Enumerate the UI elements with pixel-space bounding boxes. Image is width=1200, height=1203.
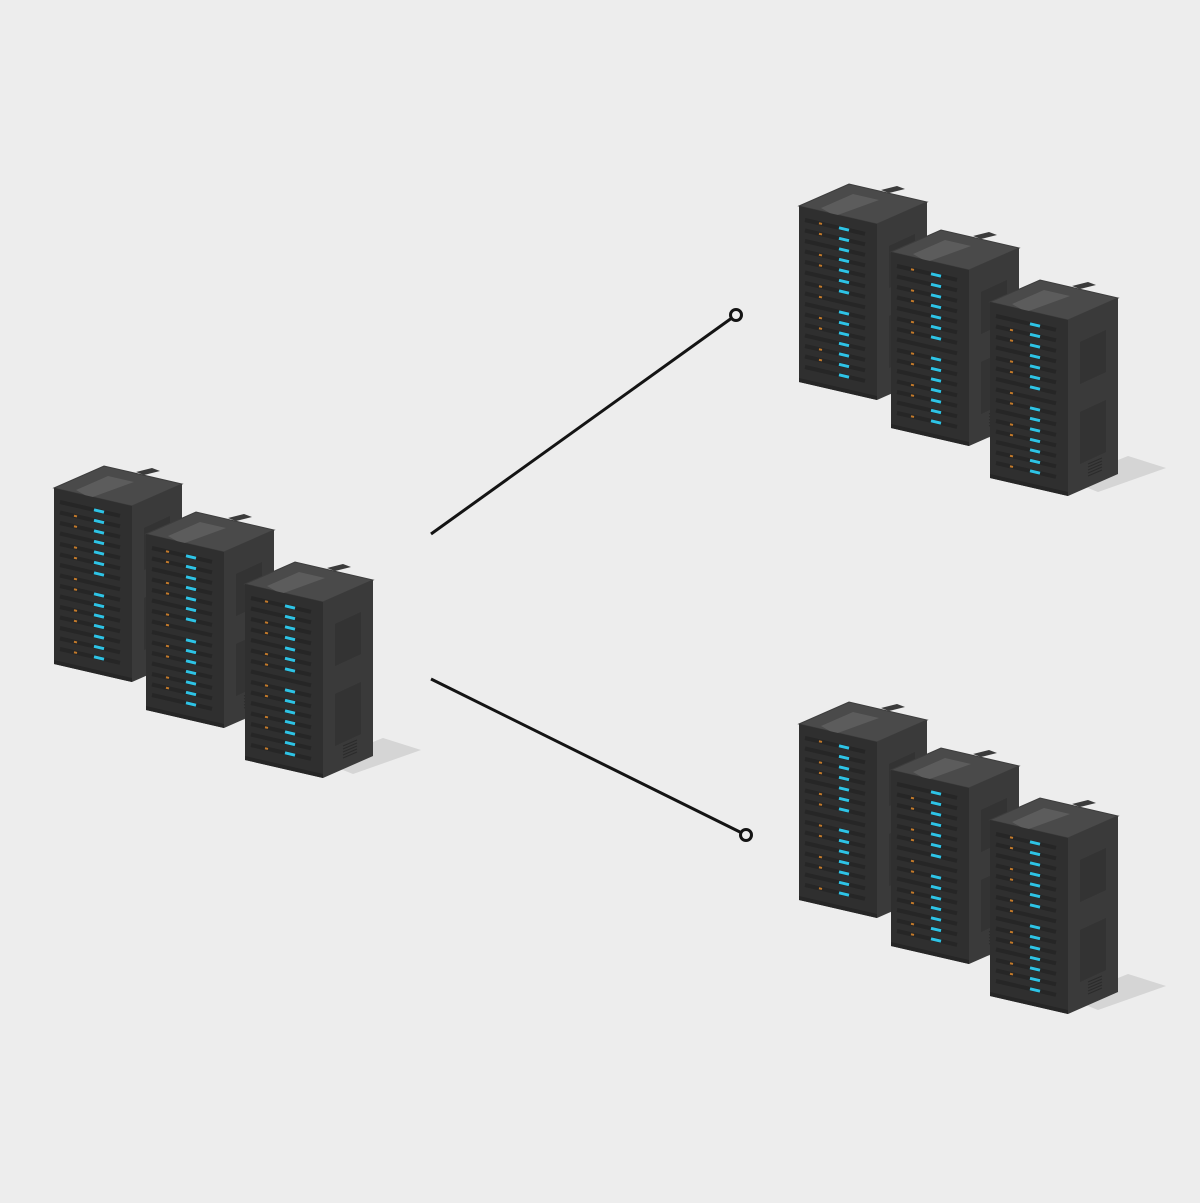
connector-endpoint-icon <box>729 308 743 322</box>
server-rack-icon <box>988 279 1166 496</box>
source-server-cluster <box>52 465 421 778</box>
server-rack-icon <box>243 561 421 778</box>
connector-endpoint-icon <box>739 828 753 842</box>
connector-to-bottom-cluster <box>430 677 753 842</box>
server-rack-icon <box>797 183 975 400</box>
target-server-cluster-top <box>797 183 1166 496</box>
connector-to-top-cluster <box>430 308 743 536</box>
server-rack-icon <box>988 797 1166 1014</box>
target-server-cluster-bottom <box>797 701 1166 1014</box>
